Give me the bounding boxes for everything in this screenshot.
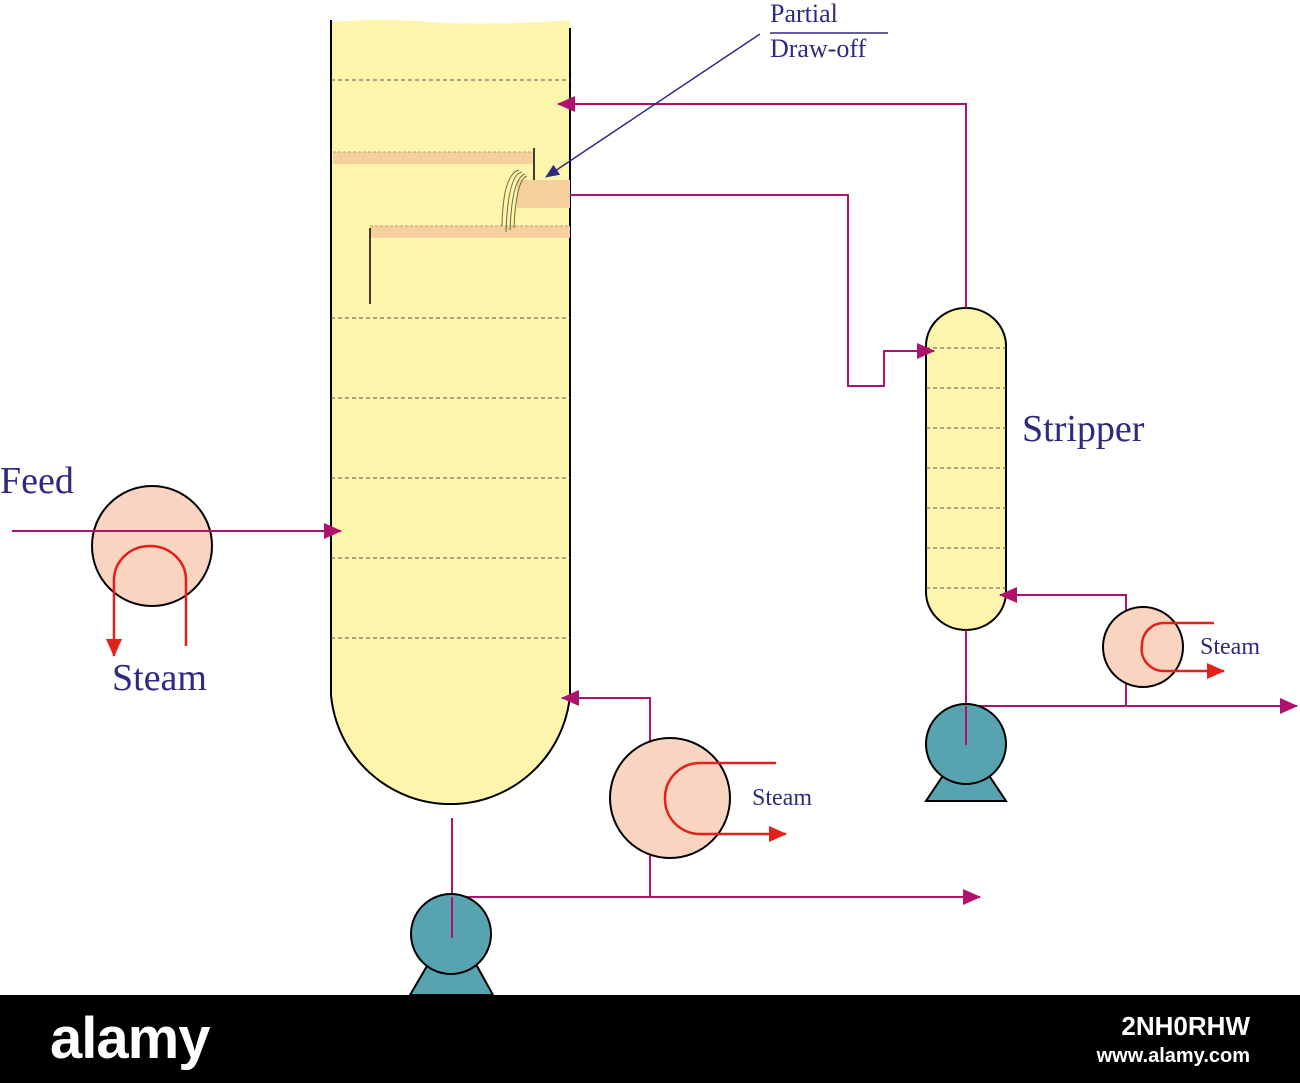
- draw-off-trays: [333, 148, 570, 304]
- distillation-flow-diagram: Partial Draw-off Feed Steam Stripper Ste…: [0, 0, 1298, 995]
- stripper-steam-label: Steam: [1200, 634, 1260, 660]
- stripper-vapor-return: [557, 96, 967, 308]
- footer-bar: alamy 2NH0RHW www.alamy.com: [0, 995, 1300, 1083]
- stripper-label: Stripper: [1022, 408, 1145, 450]
- main-bottoms-pump: [408, 893, 495, 995]
- image-id: 2NH0RHW: [1121, 1011, 1250, 1041]
- side-draw-line: [570, 194, 935, 387]
- column-trays: [331, 79, 570, 639]
- feed-steam-label: Steam: [112, 657, 207, 699]
- main-reboiler: [609, 737, 787, 859]
- partial-label: Partial: [770, 0, 838, 28]
- stripper-bottoms-pump: [924, 703, 1008, 802]
- site-url: www.alamy.com: [1096, 1045, 1250, 1067]
- draw-off-label: Draw-off: [770, 34, 867, 63]
- main-steam-label: Steam: [752, 785, 812, 811]
- partial-draw-off-pointer: [545, 32, 888, 178]
- main-column: [330, 20, 571, 805]
- stripper-reboiler: [1102, 606, 1225, 688]
- feed-heater: [12, 485, 330, 657]
- stripper-trays: [926, 347, 1006, 589]
- brand-logo: alamy: [50, 1006, 210, 1071]
- stripper-column: [925, 307, 1007, 631]
- feed-label: Feed: [0, 460, 74, 502]
